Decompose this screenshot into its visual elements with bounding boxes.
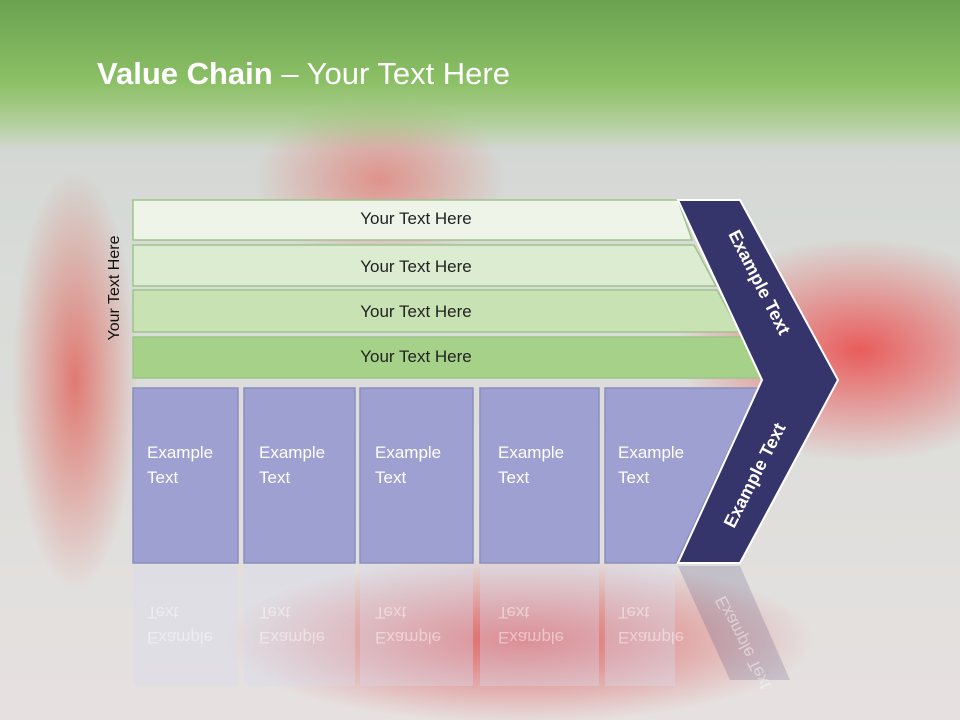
box-3 <box>359 387 474 564</box>
reflection-text-5: ExampleText <box>618 603 684 647</box>
header-band <box>0 0 960 150</box>
bar-2 <box>132 244 718 287</box>
box-reflections <box>133 566 675 686</box>
title-bold: Value Chain <box>97 56 273 91</box>
chevron-arrow <box>676 199 840 564</box>
reflection-text-1: ExampleText <box>147 603 213 647</box>
bar-label-2: Your Text Here <box>360 257 472 276</box>
box-label-4: Example Text <box>498 443 565 487</box>
box-5 <box>604 387 760 564</box>
text-reflections: ExampleText ExampleText ExampleText Exam… <box>147 603 684 647</box>
page-title: Value Chain – Your Text Here <box>97 56 510 92</box>
box-label-3: Example Text <box>375 443 442 487</box>
bar-label-1: Your Text Here <box>360 209 472 228</box>
bar-label-3: Your Text Here <box>360 302 472 321</box>
box-4 <box>479 387 600 564</box>
bar-label-4: Your Text Here <box>360 347 472 366</box>
box-2 <box>243 387 356 564</box>
title-rest: – Your Text Here <box>272 56 510 91</box>
reflection-text-2: ExampleText <box>259 603 325 647</box>
box-1 <box>132 387 239 564</box>
chevron-reflection <box>678 566 790 680</box>
bar-1 <box>132 199 694 241</box>
box-label-5: Example Text <box>618 443 685 487</box>
reflection-text-4: ExampleText <box>498 603 564 647</box>
box-label-2: Example Text <box>259 443 326 487</box>
reflection-text-3: ExampleText <box>375 603 441 647</box>
box-label-1: Example Text <box>147 443 214 487</box>
